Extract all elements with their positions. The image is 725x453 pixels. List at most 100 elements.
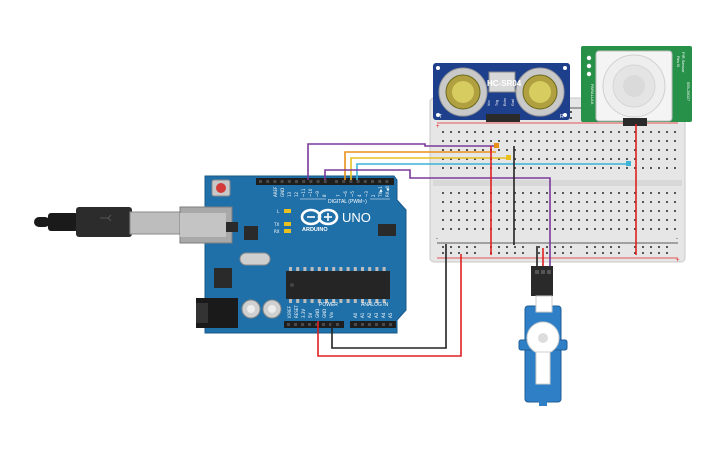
sonar-transmitter-core	[452, 81, 474, 103]
breadboard-hole	[634, 140, 636, 142]
breadboard-hole	[554, 201, 556, 203]
breadboard-hole	[650, 158, 652, 160]
header-socket	[308, 323, 311, 326]
breadboard-hole	[666, 246, 668, 248]
chip-pin	[375, 299, 379, 303]
breadboard-hole	[666, 158, 668, 160]
breadboard-hole	[562, 201, 564, 203]
arduino-uno-board[interactable]: UNO ARDUINO DIGITAL (PWM~) AREF GND 13 1…	[34, 175, 407, 334]
breadboard-hole	[522, 192, 524, 194]
wire-cyan-pin4[interactable]	[356, 163, 628, 180]
header-socket	[335, 180, 338, 183]
breadboard-hole	[442, 149, 444, 151]
header-socket	[368, 323, 371, 326]
chip-pin	[375, 267, 379, 271]
wire-yellow-pin5[interactable]	[350, 157, 508, 180]
breadboard-hole	[538, 131, 540, 133]
breadboard-hole	[522, 246, 524, 248]
wire-black-gnd-rail[interactable]	[331, 244, 447, 349]
chip-notch	[290, 283, 294, 287]
breadboard-hole	[594, 219, 596, 221]
breadboard-hole	[634, 228, 636, 230]
header-socket	[342, 180, 346, 183]
breadboard-hole	[650, 192, 652, 194]
breadboard-hole	[538, 219, 540, 221]
breadboard-hole	[458, 140, 460, 142]
servo-motor[interactable]	[518, 266, 568, 406]
sonar-pin-vcc-label: Vcc	[487, 100, 491, 106]
breadboard-hole	[450, 210, 452, 212]
analog-pin-header[interactable]	[350, 321, 396, 328]
header-socket	[378, 180, 382, 183]
breadboard-hole	[482, 131, 484, 133]
breadboard-hole	[602, 246, 604, 248]
breadboard-hole	[562, 140, 564, 142]
breadboard-hole	[522, 219, 524, 221]
breadboard-hole	[522, 252, 524, 254]
breadboard-hole	[570, 201, 572, 203]
breadboard-hole	[546, 192, 548, 194]
servo-connector-pin	[535, 270, 539, 274]
breadboard[interactable]: + - - +	[429, 97, 686, 264]
breadboard-hole	[586, 246, 588, 248]
chip-pin	[332, 267, 336, 271]
led-l	[284, 209, 291, 213]
rail-plus-label: +	[436, 124, 440, 130]
atmega-pins	[289, 267, 386, 303]
breadboard-hole	[602, 140, 604, 142]
breadboard-hole	[522, 149, 524, 151]
chip-pin	[346, 299, 350, 303]
breadboard-hole	[610, 246, 612, 248]
breadboard-hole	[634, 201, 636, 203]
breadboard-hole	[650, 210, 652, 212]
sonar-mount-hole	[563, 113, 567, 117]
breadboard-hole	[466, 192, 468, 194]
breadboard-hole	[498, 131, 500, 133]
breadboard-hole	[570, 158, 572, 160]
pin-label-10: ~10	[308, 188, 313, 197]
wire-purple-pin11[interactable]	[307, 143, 498, 180]
breadboard-hole	[498, 252, 500, 254]
pir-jumper-dot	[586, 71, 592, 77]
breadboard-hole	[586, 228, 588, 230]
breadboard-hole	[618, 167, 620, 169]
breadboard-hole	[618, 210, 620, 212]
breadboard-hole	[610, 192, 612, 194]
breadboard-hole	[666, 192, 668, 194]
power-pin-header[interactable]	[284, 321, 344, 328]
reset-button-cap[interactable]	[216, 183, 226, 193]
breadboard-hole	[466, 228, 468, 230]
wire-red-5v-rail[interactable]	[317, 254, 462, 357]
breadboard-center-channel	[433, 180, 682, 186]
sonar-mount-hole	[436, 113, 440, 117]
breadboard-hole	[658, 246, 660, 248]
breadboard-hole	[618, 219, 620, 221]
breadboard-hole	[610, 210, 612, 212]
chip-pin	[289, 267, 292, 271]
breadboard-hole	[602, 192, 604, 194]
breadboard-hole	[610, 201, 612, 203]
breadboard-hole	[562, 219, 564, 221]
breadboard-hole	[626, 167, 628, 169]
breadboard-hole	[498, 219, 500, 221]
ultrasonic-sensor[interactable]: HC-SR04 T R Vcc Trig Echo Gnd	[433, 63, 570, 122]
header-socket	[259, 180, 262, 183]
breadboard-hole	[538, 140, 540, 142]
breadboard-hole	[514, 246, 516, 248]
breadboard-hole	[498, 228, 500, 230]
breadboard-hole	[530, 131, 532, 133]
breadboard-hole	[570, 228, 572, 230]
pir-sensor[interactable]: PIR Sensor Rev B 555-28027 PARALLAX	[581, 46, 692, 126]
pin-label-gnd2: GND	[322, 309, 327, 318]
breadboard-hole	[474, 140, 476, 142]
breadboard-hole	[498, 140, 500, 142]
wire-purple-servo-signal[interactable]	[324, 169, 551, 266]
breadboard-hole	[546, 201, 548, 203]
breadboard-hole	[554, 158, 556, 160]
breadboard-hole	[546, 228, 548, 230]
breadboard-hole	[578, 210, 580, 212]
servo-horn-arm[interactable]	[535, 295, 553, 313]
pin-label-tx1: TX▶1	[378, 186, 383, 198]
chip-pin	[339, 299, 343, 303]
breadboard-hole	[666, 201, 668, 203]
